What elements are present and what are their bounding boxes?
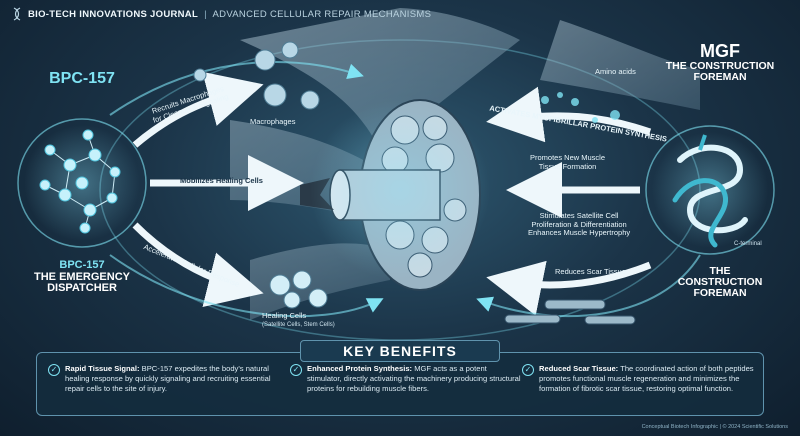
bpc157-title: BPC-157 <box>49 70 115 87</box>
new-fiber-icon <box>504 299 636 325</box>
benefit-item: ✓ Rapid Tissue Signal: BPC-157 expedites… <box>48 364 280 394</box>
benefit-body: MGF acts as a potent stimulator, directl… <box>307 364 521 394</box>
journal-name: BIO-TECH INNOVATIONS JOURNAL <box>28 8 199 20</box>
mobilizes-label: Mobilizes Healing Cells <box>180 176 263 185</box>
benefit-text: Reduced Scar Tissue: The coordinated act… <box>539 364 758 394</box>
benefit-item: ✓ Reduced Scar Tissue: The coordinated a… <box>522 364 758 394</box>
benefit-text: Enhanced Protein Synthesis: MGF acts as … <box>307 364 522 394</box>
macrophage-cells-icon <box>193 41 320 110</box>
promotes-label: Promotes New Muscle Tissue Formation <box>530 153 606 171</box>
stimulates-line1: Stimulates Satellite Cell <box>539 211 619 220</box>
mgf-title: MGF <box>700 41 740 61</box>
stimulates-label: Stimulates Satellite Cell Proliferation … <box>528 211 631 238</box>
checkmark-circle-icon: ✓ <box>522 364 534 376</box>
benefit-item: ✓ Enhanced Protein Synthesis: MGF acts a… <box>290 364 522 394</box>
checkmark-circle-icon: ✓ <box>290 364 302 376</box>
benefit-heading: Reduced Scar Tissue: <box>539 364 619 373</box>
stimulates-line2: Proliferation & Differentiation <box>531 219 627 229</box>
bpc157-role-line1: THE EMERGENCY <box>34 270 130 283</box>
c-terminal-label: C-terminal <box>734 241 762 247</box>
key-benefits-title: KEY BENEFITS <box>300 340 500 362</box>
mgf-bottom-line1: THE <box>709 265 731 277</box>
mgf-bottom-title: THE CONSTRUCTION FOREMAN <box>660 265 780 300</box>
checkmark-circle-icon: ✓ <box>48 364 60 376</box>
mgf-role-line1: THE CONSTRUCTION <box>665 59 775 72</box>
macrophages-label: Macrophages <box>250 117 296 126</box>
benefit-body: BPC-157 expedites the body's natural hea… <box>65 364 271 394</box>
header-subtitle: ADVANCED CELLULAR REPAIR MECHANISMS <box>212 8 432 20</box>
mgf-title-block: MGF THE CONSTRUCTION FOREMAN <box>660 42 780 83</box>
mgf-role-line2: FOREMAN <box>693 70 747 83</box>
mgf-bottom-line3: FOREMAN <box>693 287 747 300</box>
header-bar: BIO-TECH INNOVATIONS JOURNAL | ADVANCED … <box>12 6 431 22</box>
promotes-line1: Promotes New Muscle <box>530 153 606 162</box>
healing-cells-icon <box>269 270 328 309</box>
bpc157-role-line2: DISPATCHER <box>47 282 117 295</box>
benefit-text: Rapid Tissue Signal: BPC-157 expedites t… <box>65 364 280 394</box>
benefit-heading: Enhanced Protein Synthesis: <box>307 364 413 373</box>
amino-acids-label: Amino acids <box>595 67 636 76</box>
healing-cells-label: Healing Cells <box>262 311 307 320</box>
amino-acid-icon <box>541 92 620 123</box>
mgf-protein-icon <box>645 125 775 255</box>
header-separator: | <box>204 8 207 20</box>
bpc157-role: BPC-157 THE EMERGENCY DISPATCHER <box>18 259 146 295</box>
mgf-bottom-line2: CONSTRUCTION <box>677 276 763 289</box>
footer-credit: Conceptual Biotech Infographic | © 2024 … <box>641 424 788 430</box>
benefit-heading: Rapid Tissue Signal: <box>65 364 140 373</box>
bpc157-role-name: BPC-157 <box>59 259 105 271</box>
healing-cells-sub-label: (Satellite Cells, Stem Cells) <box>262 322 335 328</box>
dna-helix-icon <box>13 7 21 21</box>
benefit-body: The coordinated action of both peptides … <box>539 364 754 394</box>
enhances-line: Enhances Muscle Hypertrophy <box>528 228 631 238</box>
reduces-label: Reduces Scar Tissue <box>555 267 626 276</box>
promotes-line2: Tissue Formation <box>538 161 597 171</box>
flow-arrows <box>109 61 701 318</box>
bpc157-molecule-icon <box>17 118 147 248</box>
